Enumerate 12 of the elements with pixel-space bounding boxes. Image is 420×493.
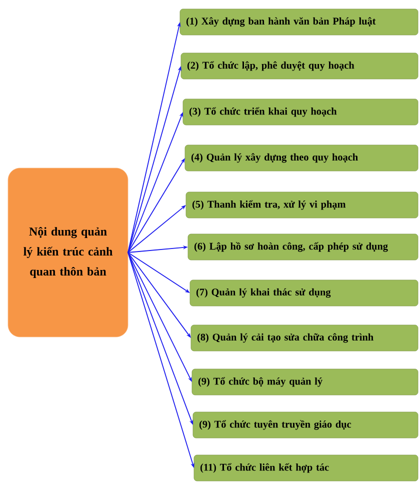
- item-box: (9) Tổ chức tuyên truyền giáo dục: [192, 412, 418, 438]
- topic-box: Nội dung quản lý kiến trúc cảnh quan thôn bản: [8, 168, 128, 338]
- item-box: (7) Quản lý khai thác sử dụng: [190, 280, 418, 306]
- item-box: (6) Lập hồ sơ hoàn công, cấp phép sử dụng: [188, 234, 418, 260]
- item-box: (8) Quản lý cải tạo sửa chữa công trình: [190, 324, 418, 352]
- item-box: (11) Tổ chức liên kết hợp tác: [194, 454, 418, 482]
- item-box: (3) Tổ chức triển khai quy hoạch: [182, 98, 418, 126]
- item-box: (9) Tổ chức bộ máy quản lý: [192, 368, 418, 396]
- item-box: (1) Xây dựng ban hành văn bản Pháp luật: [180, 8, 418, 36]
- item-box: (5) Thanh kiểm tra, xử lý vi phạm: [186, 192, 418, 218]
- item-box: (4) Quản lý xây dựng theo quy hoạch: [184, 144, 418, 172]
- item-box: (2) Tổ chức lập, phê duyệt quy hoạch: [180, 52, 418, 80]
